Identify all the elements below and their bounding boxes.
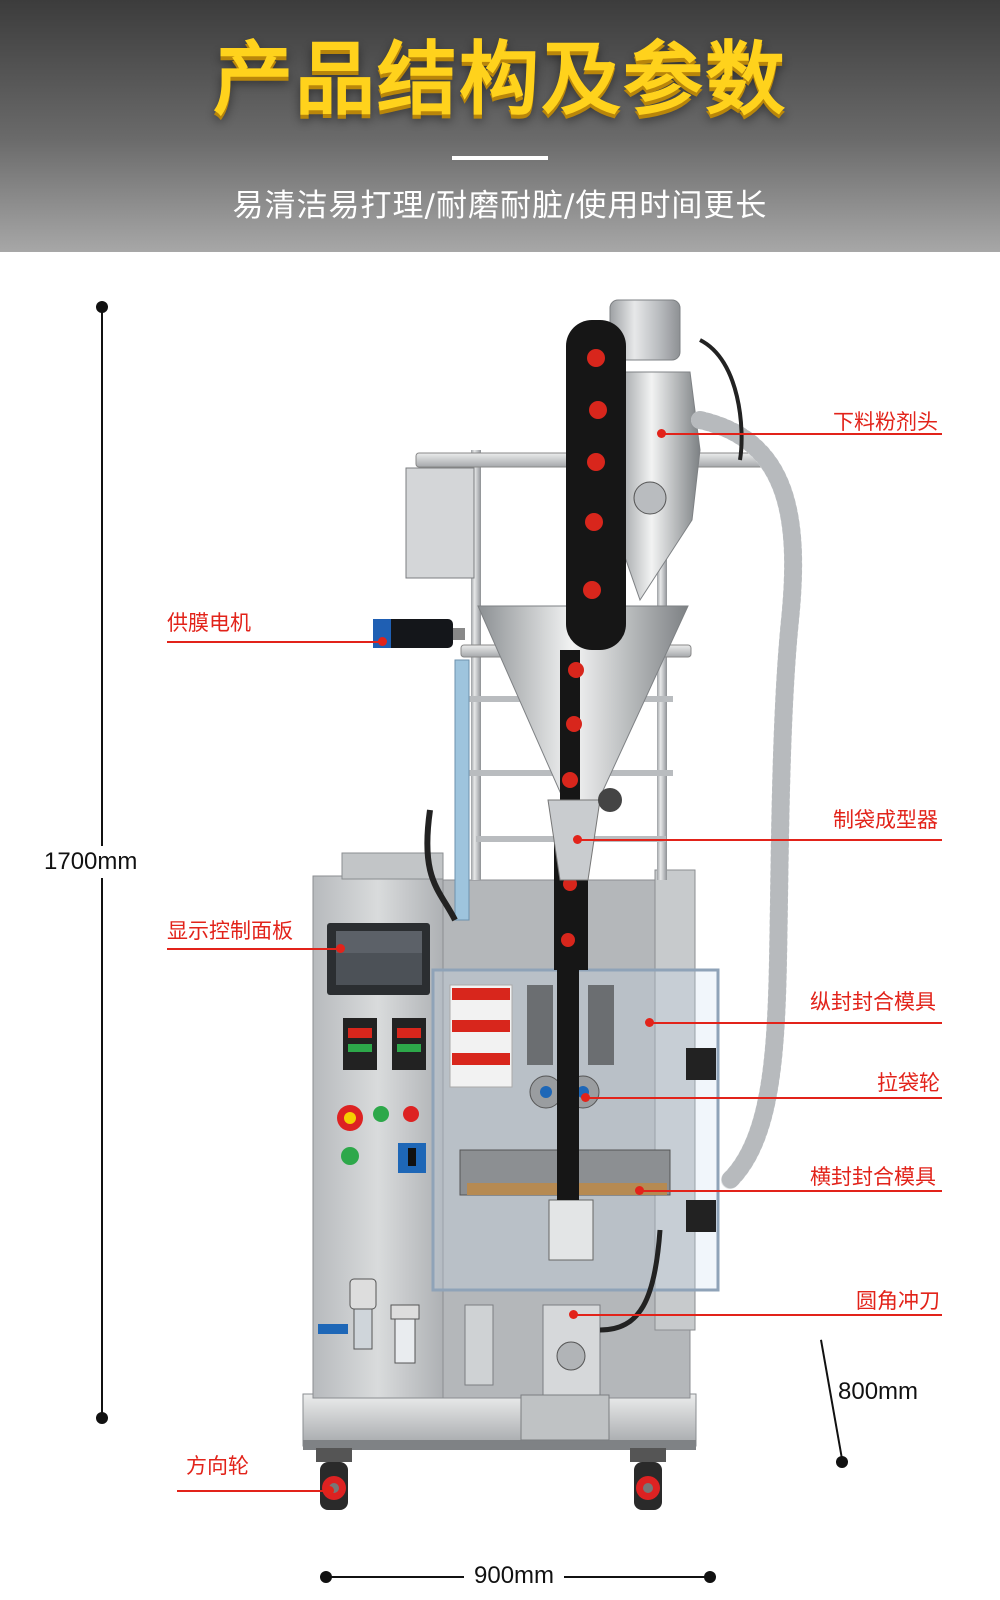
air-filter-regulator: [318, 1278, 420, 1364]
callout-dot-film-motor: [378, 637, 387, 646]
callout-dot-horizontal-seal: [635, 1186, 644, 1195]
title-divider: [452, 156, 548, 160]
callout-label-vertical-seal: 纵封封合模具: [810, 990, 936, 1014]
callout-dot-control-panel: [336, 944, 345, 953]
caster-left: [316, 1448, 352, 1510]
height-dimension-bottom-dot: [96, 1412, 108, 1424]
callout-line-round-cutter: [574, 1314, 942, 1316]
electrical-box: [405, 467, 475, 579]
power-button: [341, 1147, 359, 1165]
height-dimension-label: 1700mm: [44, 846, 138, 878]
callout-label-round-cutter: 圆角冲刀: [856, 1289, 940, 1313]
width-dimension-left-dot: [320, 1571, 332, 1583]
callout-label-horizontal-seal: 横封封合模具: [810, 1165, 936, 1189]
film-supply-motor: [373, 619, 453, 648]
depth-dimension-label: 800mm: [838, 1378, 919, 1405]
callout-label-powder-head: 下料粉剂头: [833, 410, 938, 434]
callout-dot-round-cutter: [569, 1310, 578, 1319]
caster-right: [630, 1448, 666, 1510]
callout-line-film-motor: [167, 641, 382, 643]
callout-dot-pull-wheel: [581, 1093, 590, 1102]
vertical-seal-block: [527, 985, 553, 1065]
stop-button: [403, 1106, 419, 1122]
callout-line-caster: [177, 1490, 329, 1492]
width-dimension-right-dot: [704, 1571, 716, 1583]
film-web: [554, 320, 626, 1200]
base-plate: [302, 1393, 697, 1447]
page-title: 产品结构及参数: [213, 33, 787, 126]
callout-label-bag-former: 制袋成型器: [833, 808, 938, 832]
callout-line-powder-head: [662, 433, 942, 435]
callout-dot-caster: [325, 1486, 334, 1495]
callout-dot-powder-head: [657, 429, 666, 438]
callout-label-pull-wheel: 拉袋轮: [877, 1071, 940, 1095]
header-banner: 产品结构及参数 易清洁易打理/耐磨耐脏/使用时间更长: [0, 0, 1000, 252]
callout-label-control-panel: 显示控制面板: [167, 919, 293, 943]
callout-label-caster: 方向轮: [186, 1454, 249, 1478]
callout-label-film-motor: 供膜电机: [167, 611, 251, 635]
callout-line-vertical-seal: [650, 1022, 942, 1024]
callout-line-bag-former: [578, 839, 942, 841]
page-subtitle: 易清洁易打理/耐磨耐脏/使用时间更长: [232, 188, 768, 224]
depth-dimension-dot: [836, 1456, 848, 1468]
start-button: [373, 1106, 389, 1122]
callout-dot-bag-former: [573, 835, 582, 844]
width-dimension-label: 900mm: [464, 1562, 565, 1590]
callout-line-horizontal-seal: [640, 1190, 942, 1192]
callout-line-control-panel: [167, 948, 339, 950]
callout-dot-vertical-seal: [645, 1018, 654, 1027]
film-logos: [561, 349, 607, 947]
height-dimension-top-dot: [96, 301, 108, 313]
callout-line-pull-wheel: [586, 1097, 942, 1099]
